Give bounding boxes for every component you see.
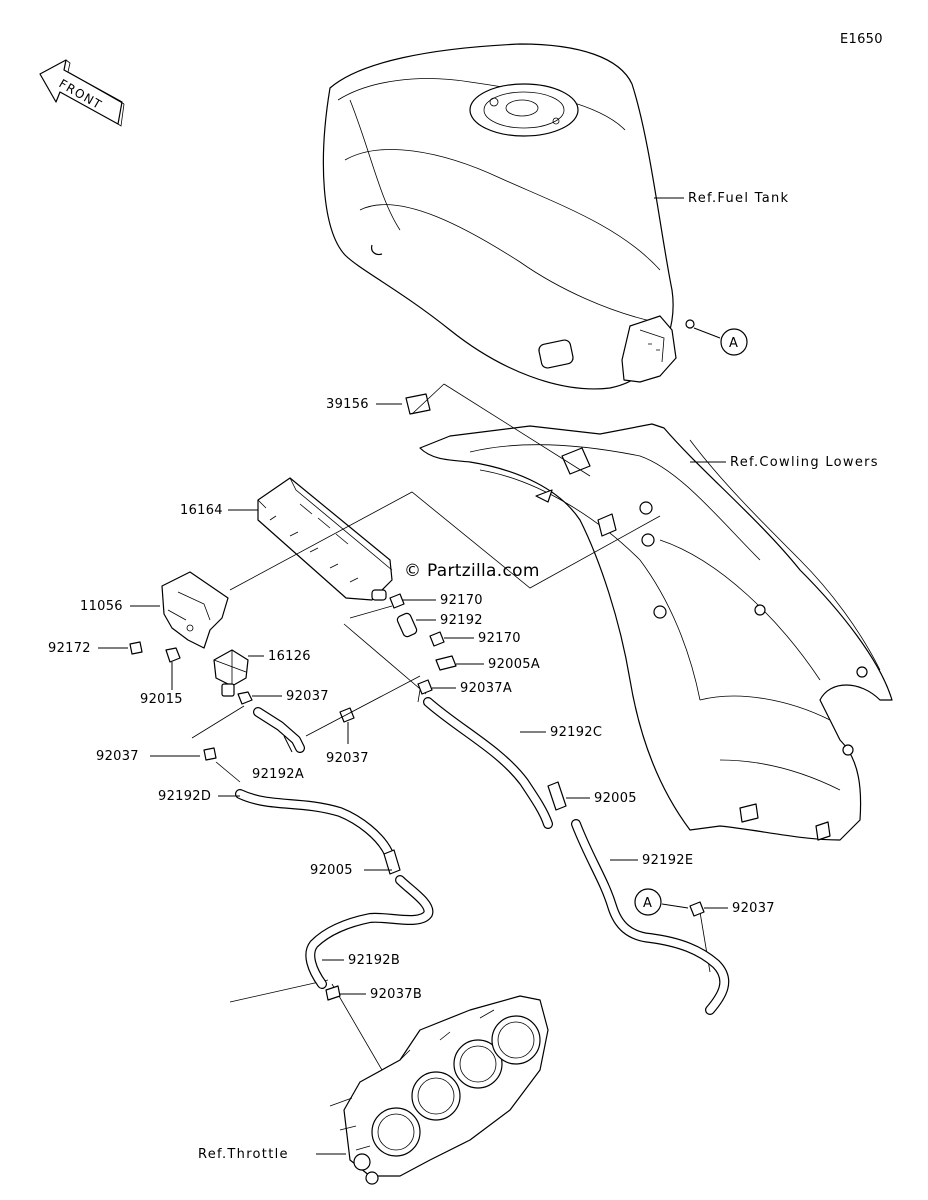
fuel-tank [322, 43, 695, 390]
part-92170-label-b: 92170 [478, 631, 521, 646]
part-92005A-label: 92005A [488, 657, 540, 672]
fitting-92005-left [383, 849, 401, 875]
fitting-92005A [435, 655, 457, 671]
pad-39156 [405, 393, 431, 415]
part-92192D-label: 92192D [158, 789, 211, 804]
ref-throttle-label: Ref.Throttle [198, 1147, 289, 1162]
part-92192E-label: 92192E [642, 853, 693, 868]
part-39156-label: 39156 [326, 397, 369, 412]
ref-fuel-tank-label: Ref.Fuel Tank [688, 191, 789, 206]
diagram-code: E1650 [840, 32, 883, 47]
part-92192A-label: 92192A [252, 767, 304, 782]
connector-a-label-bottom: A [643, 896, 652, 911]
part-16126-label: 16126 [268, 649, 311, 664]
clamp-92170-lower [429, 631, 445, 647]
connector-a-marker-bottom [634, 888, 662, 916]
clamp-92037-right [339, 707, 355, 723]
part-92192-label: 92192 [440, 613, 483, 628]
part-92172-label: 92172 [48, 641, 91, 656]
connector-a-marker [720, 328, 748, 356]
clamp-92037-left [203, 747, 217, 761]
part-92037-label-b: 92037 [326, 751, 369, 766]
part-92192C-label: 92192C [550, 725, 602, 740]
watermark-text: © Partzilla.com [404, 561, 540, 581]
part-92192B-label: 92192B [348, 953, 400, 968]
fitting-92005-right [547, 781, 567, 811]
hose-92192 [396, 612, 418, 638]
screw-92172 [129, 641, 143, 655]
part-92037-label-c: 92037 [96, 749, 139, 764]
part-92005-label-a: 92005 [310, 863, 353, 878]
clamp-92170-upper [389, 593, 405, 609]
part-92037A-label: 92037A [460, 681, 512, 696]
part-16164-label: 16164 [180, 503, 223, 518]
part-92170-label-a: 92170 [440, 593, 483, 608]
throttle-body [329, 995, 549, 1185]
hose-92192E [571, 819, 730, 1015]
connector-a-label: A [729, 336, 738, 351]
part-92037-label-d: 92037 [732, 901, 775, 916]
front-arrow-icon: FRONT [39, 59, 125, 127]
part-11056-label: 11056 [80, 599, 123, 614]
cowling-lower [419, 423, 893, 841]
bracket-11056 [161, 571, 229, 649]
valve-16126 [213, 649, 249, 697]
clamp-92037A [417, 679, 433, 695]
nut-92015 [165, 647, 181, 663]
clamp-92037-valve [237, 691, 253, 705]
ref-cowling-lowers-label: Ref.Cowling Lowers [730, 455, 879, 470]
part-92037B-label: 92037B [370, 987, 422, 1002]
part-92015-label: 92015 [140, 692, 183, 707]
clamp-92037-bottom [689, 901, 705, 917]
part-92005-label-b: 92005 [594, 791, 637, 806]
part-92037-label-a: 92037 [286, 689, 329, 704]
clamp-92037B [325, 985, 341, 1001]
